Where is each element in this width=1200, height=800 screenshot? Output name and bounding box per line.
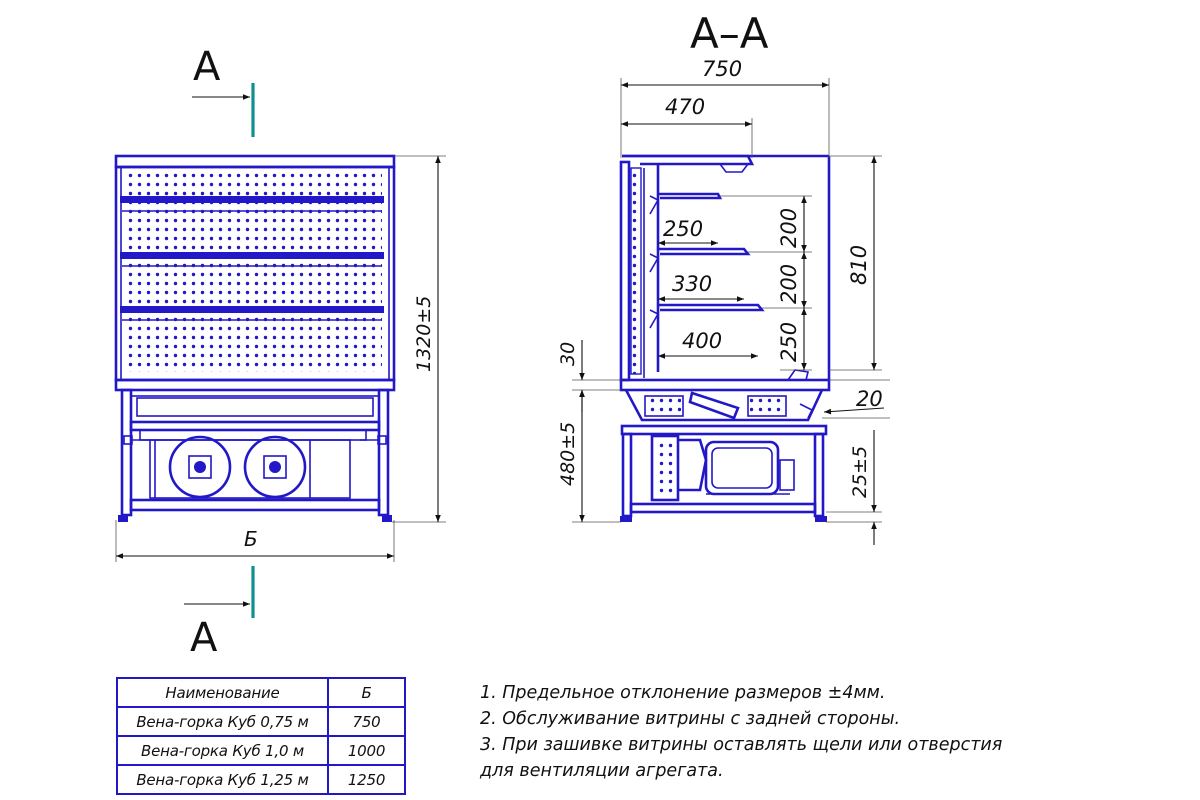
row-value: 750 [327,706,406,737]
fan-left [168,435,232,499]
row-value: 1000 [327,735,406,766]
table-row: Вена-горка Куб 1,0 м 1000 [116,735,406,766]
side-shelves [649,192,765,329]
front-shelves [120,196,384,321]
notes: 1. Предельное отклонение размеров ±4мм. … [480,680,1120,784]
table-row: Вена-горка Куб 1,25 м 1250 [116,764,406,795]
dim-shelf-depth-1: 250 [663,217,703,241]
header-name: Наименование [116,677,329,708]
row-value: 1250 [327,764,406,795]
dim-shelf-spacing-3: 250 [777,322,801,362]
dim-shelf-spacing-1: 200 [777,208,801,248]
side-view [619,154,831,522]
row-name: Вена-горка Куб 0,75 м [116,706,329,737]
dim-cabinet-height: 810 [847,245,871,285]
condenser [655,440,675,496]
header-width: Б [327,677,406,708]
dim-foot-height: 25±5 [849,446,871,498]
dim-front-offset: 20 [856,387,883,411]
section-letter-top: А [193,44,221,90]
table-row: Вена-горка Куб 0,75 м 750 [116,706,406,737]
dim-shelf-depth-3: 400 [682,329,722,353]
dim-inner-width: 470 [665,95,705,119]
section-mark-bottom: А [184,566,255,661]
dim-shelf-depth-2: 330 [672,272,712,296]
row-name: Вена-горка Куб 1,0 м [116,735,329,766]
back-insulation [630,167,642,375]
dim-base-thickness: 30 [557,342,579,366]
note-line: 2. Обслуживание витрины с задней стороны… [480,709,901,729]
row-name: Вена-горка Куб 1,25 м [116,764,329,795]
front-view [114,154,396,522]
section-letter-bottom: А [190,615,218,661]
front-width-label: Б [244,527,258,551]
spec-table: Наименование Б Вена-горка Куб 0,75 м 750… [116,677,406,795]
fan-right [243,435,307,499]
front-height-dimension: 1320±5 [392,155,446,523]
front-lower-frame [118,388,392,522]
perforated-panel [124,170,382,372]
section-mark-top: А [192,44,255,137]
side-lower-unit [620,389,828,522]
spec-table-header: Наименование Б [116,677,406,708]
vent-grille-left [647,398,681,414]
dim-lower-height: 480±5 [557,422,579,486]
note-line: 1. Предельное отклонение размеров ±4мм. [480,683,886,703]
front-height-label: 1320±5 [413,296,435,372]
section-title: А–А [690,9,769,58]
dim-overall-width: 750 [702,57,742,81]
side-dimensions: 750 470 250 330 400 200 200 250 810 30 [557,57,890,545]
note-line: для вентиляции агрегата. [480,761,724,781]
dim-shelf-spacing-2: 200 [777,264,801,304]
front-width-dimension: Б [115,520,395,562]
note-line: 3. При зашивке витрины оставлять щели ил… [480,735,1003,755]
vent-grille-right [750,398,784,414]
